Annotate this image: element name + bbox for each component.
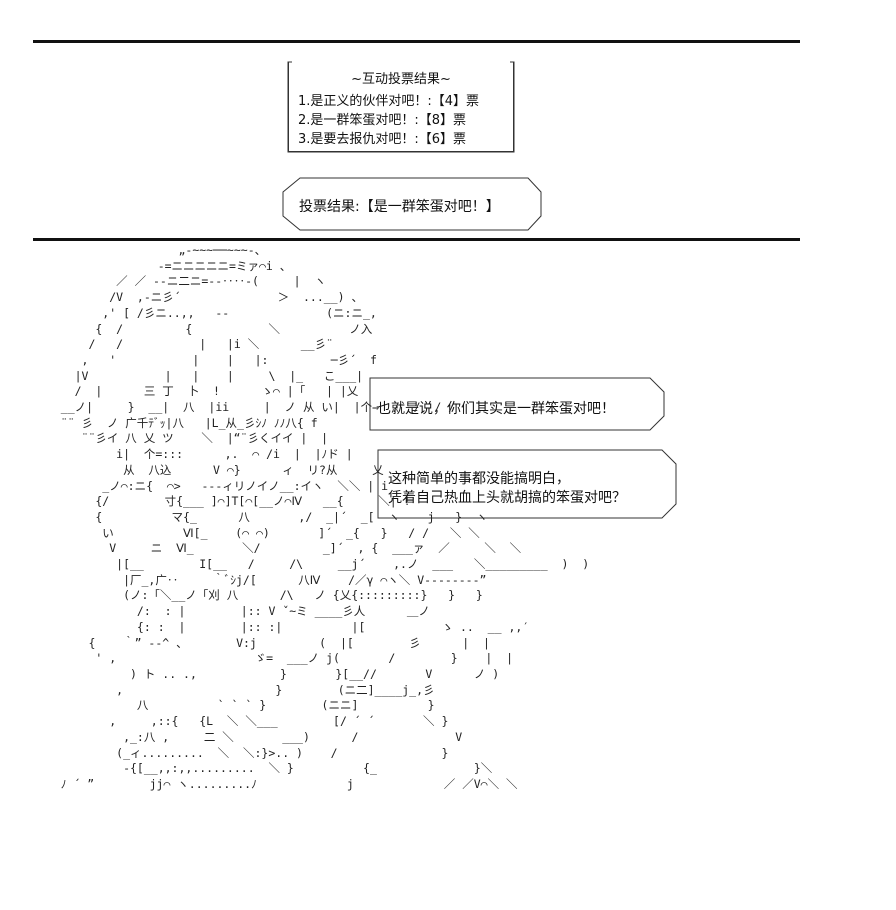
final-result-box: 投票结果:【是一群笨蛋对吧！】	[283, 178, 541, 230]
ascii-art-character: „-~~~──~~~-、 -=ニニニニニ=ミァ⌒i 、 ／ ／ --ニ二ニ=--…	[60, 243, 590, 791]
top-divider	[33, 40, 800, 43]
speech-bubble-2-line-2: 凭着自己热血上头就胡搞的笨蛋对吧？	[388, 490, 626, 506]
vote-option-1: 1.是正义的伙伴对吧！:【4】票	[298, 94, 480, 109]
vote-option-3: 3.是要去报仇对吧！:【6】票	[298, 132, 467, 147]
final-result-text: 投票结果:【是一群笨蛋对吧！】	[299, 199, 500, 215]
vote-option-2: 2.是一群笨蛋对吧！:【8】票	[298, 113, 467, 128]
speech-bubble-2-line-1: 这种简单的事都没能搞明白，	[388, 471, 570, 487]
speech-bubble-1-text: 也就是说，你们其实是一群笨蛋对吧！	[377, 401, 615, 417]
vote-results-box: ~互动投票结果~ 1.是正义的伙伴对吧！:【4】票 2.是一群笨蛋对吧！:【8】…	[288, 62, 514, 152]
bottom-divider	[33, 238, 800, 241]
vote-results-title: ~互动投票结果~	[351, 72, 451, 87]
